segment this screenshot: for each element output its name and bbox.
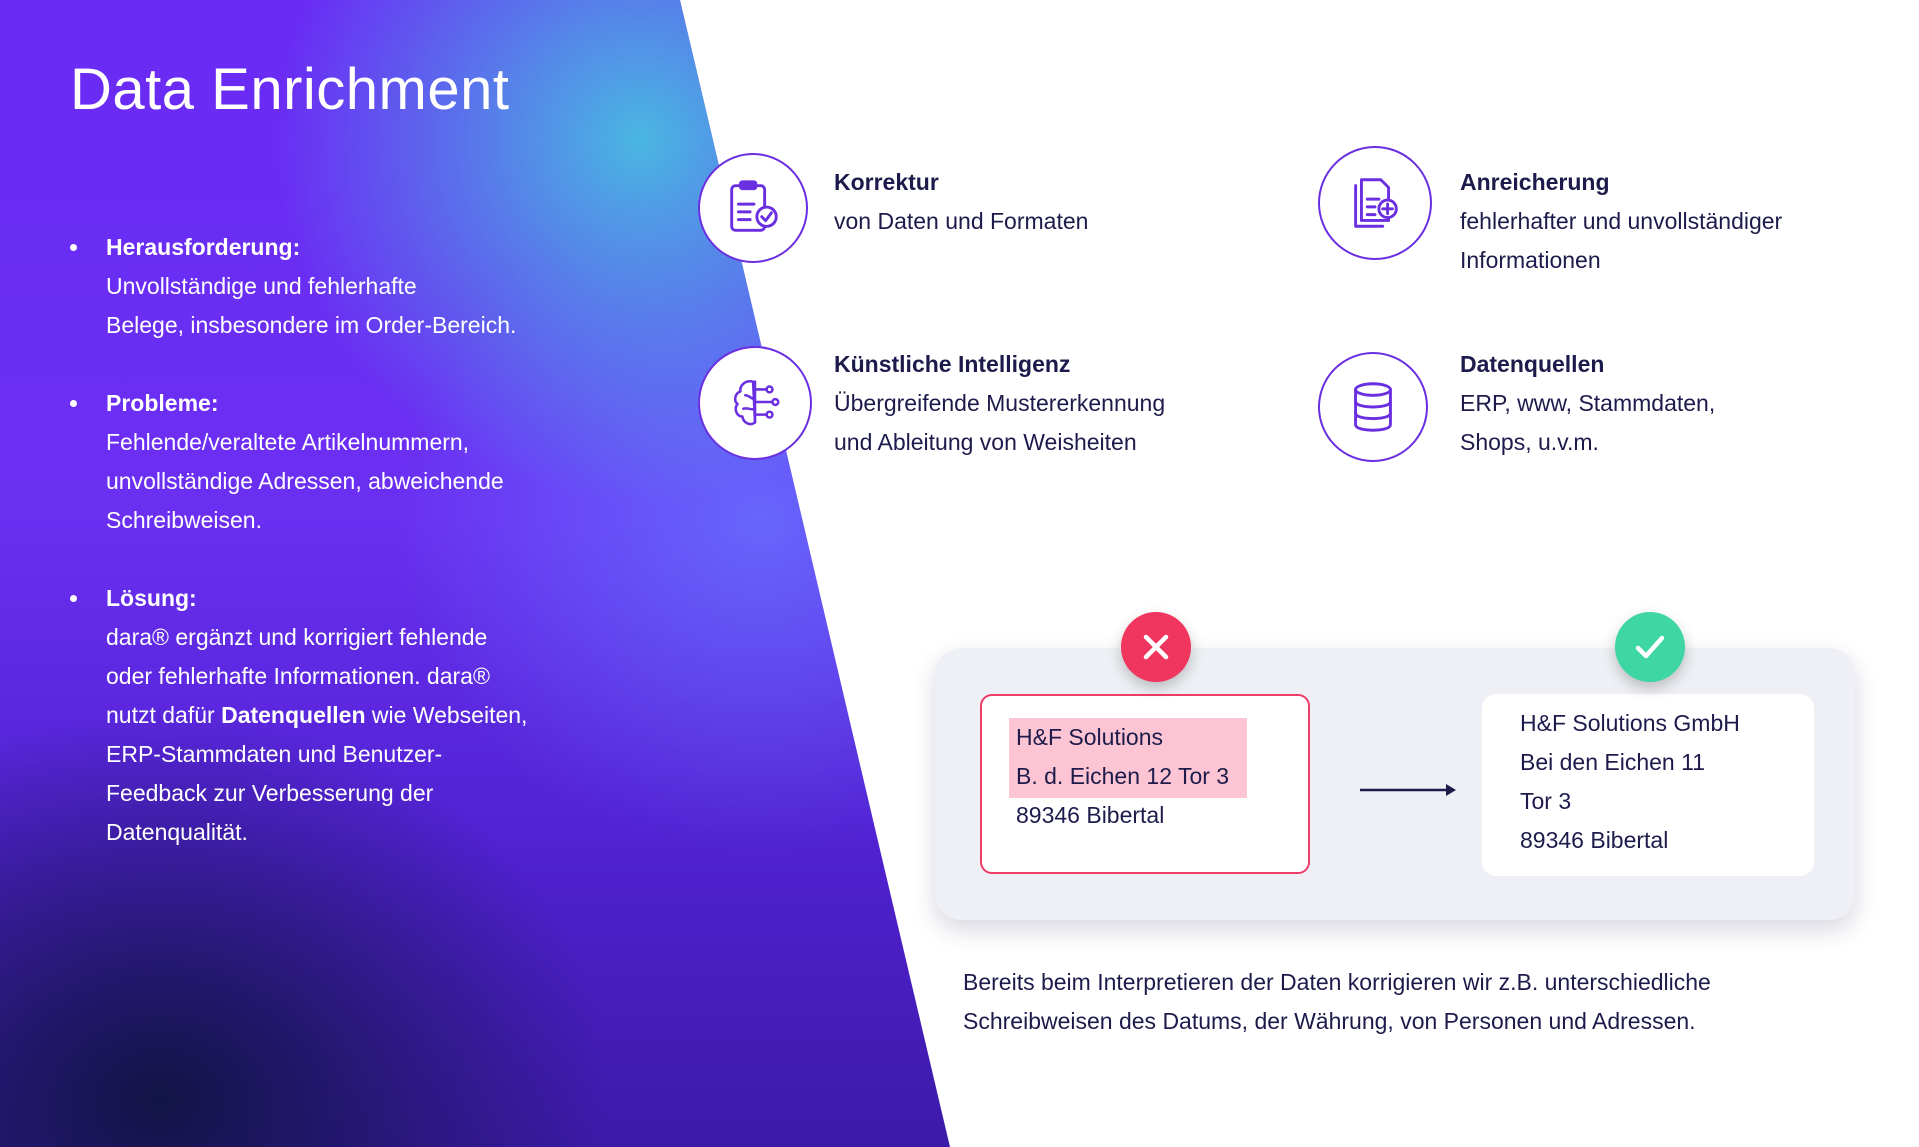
bullet-text: nutzt dafür: [106, 702, 222, 728]
bullet-line: Schreibweisen.: [106, 507, 262, 533]
feature-anreicherung: Anreicherung fehlerhafter und unvollstän…: [1460, 163, 1782, 280]
success-badge: [1615, 612, 1685, 682]
bullet-line: Belege, insbesondere im Order-Bereich.: [106, 312, 517, 338]
feature-datenquellen: Datenquellen ERP, www, Stammdaten, Shops…: [1460, 345, 1715, 462]
feature-desc: Shops, u.v.m.: [1460, 429, 1599, 455]
error-badge: [1121, 612, 1191, 682]
clipboard-check-icon: [730, 180, 778, 232]
bullet-dot: [70, 400, 77, 407]
address-line: H&F Solutions: [1016, 724, 1164, 750]
address-line: B. d. Eichen 12 Tor 3: [1016, 763, 1230, 789]
bullet-line: ERP-Stammdaten und Benutzer-: [106, 741, 443, 767]
bullet-list: Herausforderung: Unvollständige und fehl…: [70, 228, 590, 891]
bullet-heading: Lösung:: [106, 585, 197, 611]
address-line: 89346 Bibertal: [1520, 827, 1669, 853]
bullet-challenge: Herausforderung: Unvollständige und fehl…: [70, 228, 590, 345]
feature-title: Künstliche Intelligenz: [834, 351, 1071, 377]
bullet-dot: [70, 244, 77, 251]
bullet-dot: [70, 595, 77, 602]
feature-korrektur: Korrektur von Daten und Formaten: [834, 163, 1088, 241]
corrected-address-box: H&F Solutions GmbH Bei den Eichen 11 Tor…: [1482, 694, 1814, 876]
error-highlight: [1009, 718, 1247, 798]
arrow-right-icon: [1360, 784, 1456, 796]
bullet-heading: Probleme:: [106, 390, 219, 416]
bullet-problems: Probleme: Fehlende/veraltete Artikelnumm…: [70, 384, 590, 540]
feature-desc: Übergreifende Mustererkennung: [834, 390, 1166, 416]
close-icon: [1143, 634, 1169, 660]
address-line: Tor 3: [1520, 788, 1572, 814]
feature-desc: und Ableitung von Weisheiten: [834, 429, 1137, 455]
address-line: 89346 Bibertal: [1016, 802, 1165, 828]
bullet-line: unvollständige Adressen, abweichende: [106, 468, 504, 494]
feature-icon-ki: [698, 346, 812, 460]
feature-desc: fehlerhafter und unvollständiger: [1460, 208, 1783, 234]
bullet-line-mixed: nutzt dafür Datenquellen wie Webseiten,: [106, 696, 590, 735]
bullet-line: Feedback zur Verbesserung der: [106, 780, 434, 806]
feature-desc: Informationen: [1460, 247, 1601, 273]
bullet-solution: Lösung: dara® ergänzt und korrigiert feh…: [70, 579, 590, 852]
bullet-heading: Herausforderung:: [106, 234, 301, 260]
wrong-address-box: H&F Solutions B. d. Eichen 12 Tor 3 8934…: [980, 694, 1310, 874]
ai-brain-icon: [733, 380, 780, 426]
bullet-line: oder fehlerhafte Informationen. dara®: [106, 663, 490, 689]
address-line: H&F Solutions GmbH: [1520, 710, 1740, 736]
feature-icon-datenquellen: [1318, 352, 1428, 462]
page-title: Data Enrichment: [70, 57, 510, 122]
bullet-line: Unvollständige und fehlerhafte: [106, 273, 417, 299]
example-caption: Bereits beim Interpretieren der Daten ko…: [963, 963, 1843, 1041]
bullet-text: wie Webseiten,: [365, 702, 528, 728]
document-add-icon: [1354, 178, 1398, 228]
database-icon: [1354, 382, 1392, 432]
feature-title: Korrektur: [834, 169, 939, 195]
bullet-bold-text: Datenquellen: [221, 702, 366, 728]
caption-line: Bereits beim Interpretieren der Daten ko…: [963, 969, 1711, 995]
feature-ki: Künstliche Intelligenz Übergreifende Mus…: [834, 345, 1165, 462]
feature-desc: ERP, www, Stammdaten,: [1460, 390, 1716, 416]
bullet-line: Fehlende/veraltete Artikelnummern,: [106, 429, 470, 455]
bullet-line: Datenqualität.: [106, 819, 248, 845]
feature-icon-anreicherung: [1318, 146, 1432, 260]
feature-desc: von Daten und Formaten: [834, 208, 1089, 234]
address-line: Bei den Eichen 11: [1520, 749, 1705, 775]
feature-title: Datenquellen: [1460, 351, 1605, 377]
bullet-line: dara® ergänzt und korrigiert fehlende: [106, 624, 488, 650]
caption-line: Schreibweisen des Datums, der Währung, v…: [963, 1008, 1696, 1034]
feature-icon-korrektur: [698, 153, 808, 263]
feature-title: Anreicherung: [1460, 169, 1610, 195]
check-icon: [1635, 635, 1665, 659]
